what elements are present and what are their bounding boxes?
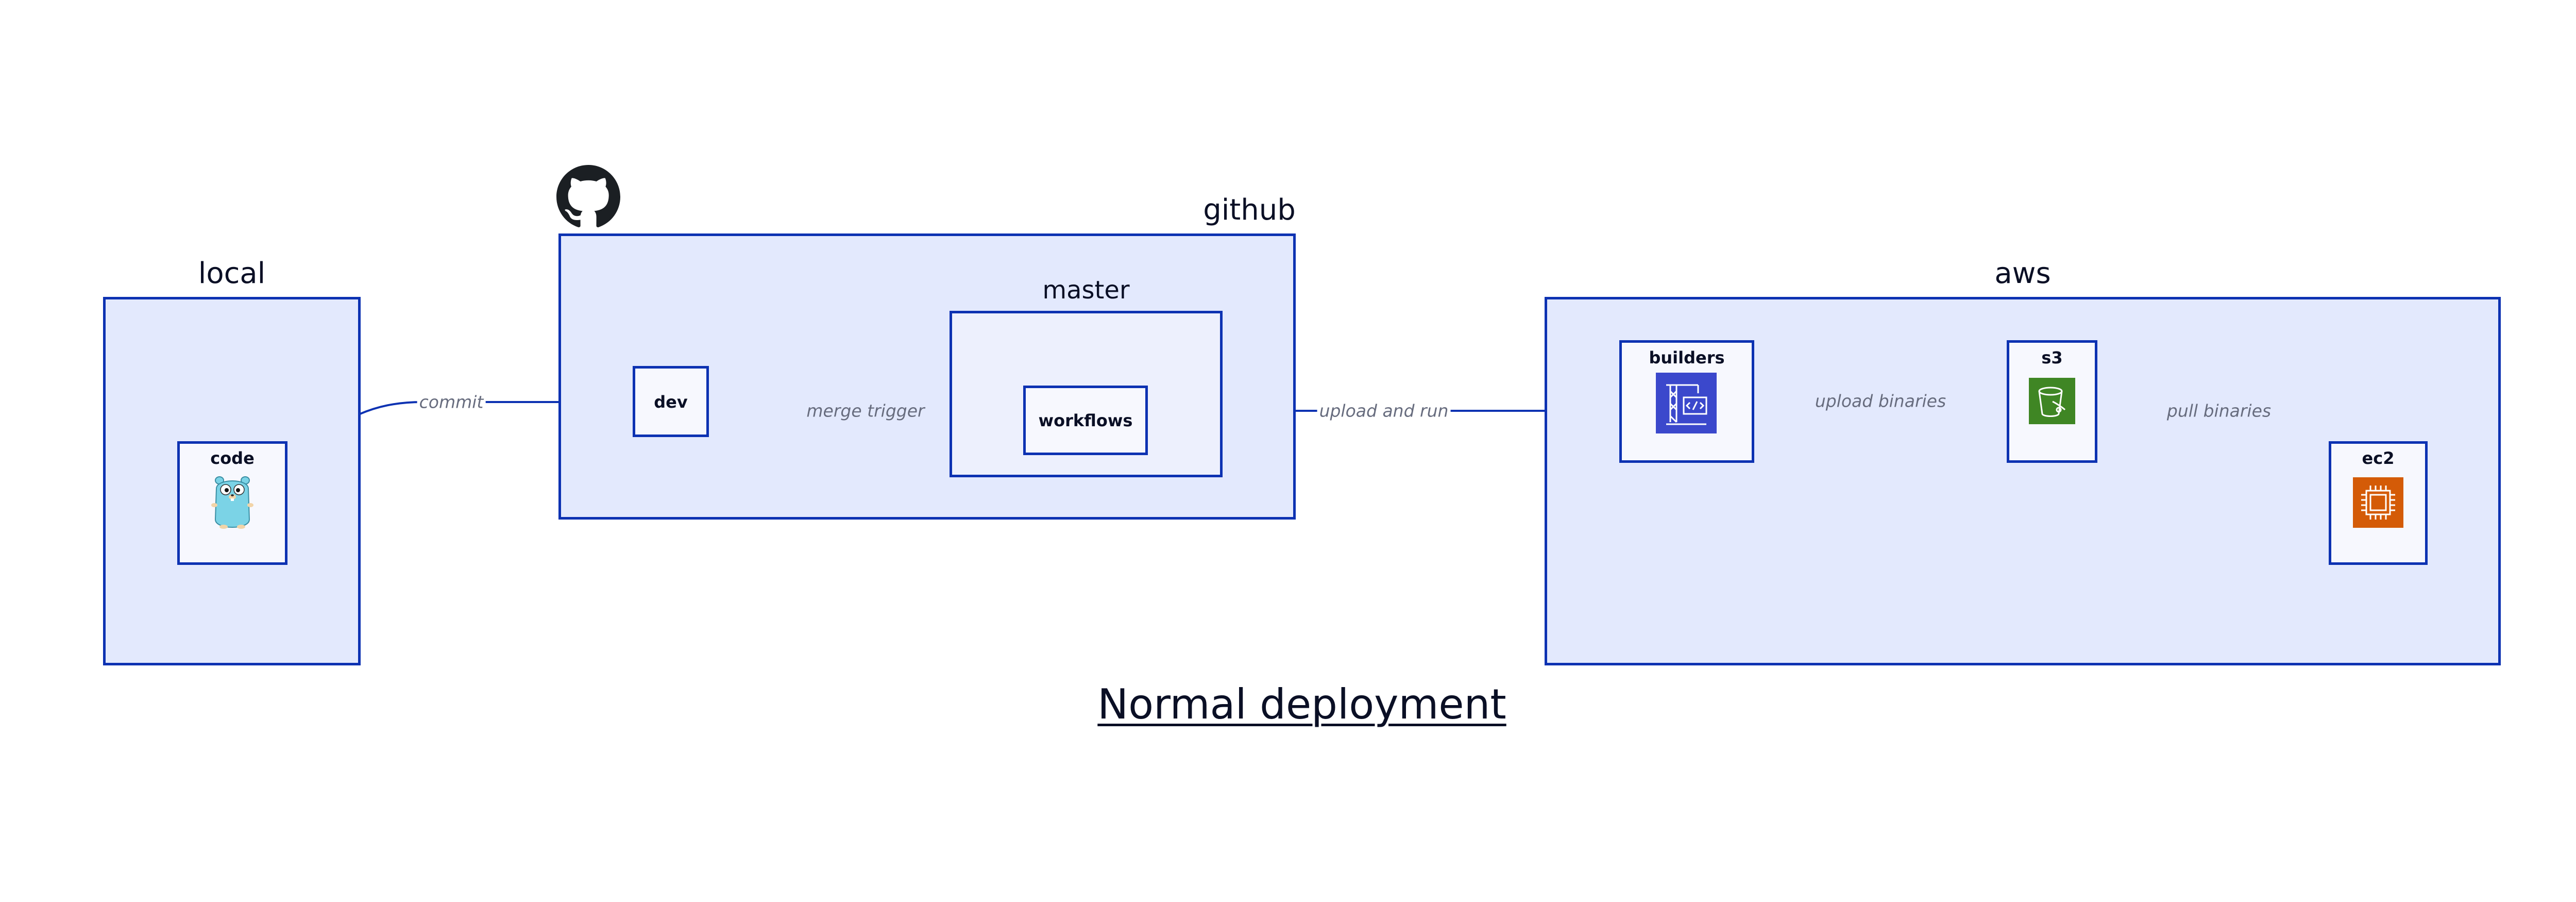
edge-label-upload-binaries: upload binaries	[1812, 391, 1948, 411]
workflows-label: workflows	[1038, 411, 1133, 430]
code-label: code	[210, 448, 255, 468]
edge-label-commit: commit	[417, 392, 486, 412]
diagram-title: Normal deployment	[1097, 680, 1506, 728]
builders-label: builders	[1649, 348, 1725, 368]
aws-label: aws	[1994, 257, 2051, 290]
edge-label-upload-and-run: upload and run	[1317, 400, 1451, 421]
edge-label-pull-binaries: pull binaries	[2164, 400, 2274, 421]
master-label: master	[1042, 276, 1130, 305]
aws-s3-bucket-icon	[2029, 378, 2075, 424]
github-label: github	[1203, 193, 1296, 227]
ec2-label: ec2	[2362, 448, 2395, 468]
gopher-mascot-icon	[211, 476, 253, 529]
aws-codebuild-icon	[1656, 373, 1717, 433]
local-label: local	[198, 257, 266, 290]
dev-node[interactable]	[633, 366, 709, 437]
workflows-node[interactable]	[1023, 386, 1148, 455]
aws-ec2-instance-icon	[2353, 477, 2403, 528]
edge-label-merge-trigger: merge trigger	[804, 400, 927, 421]
s3-label: s3	[2041, 348, 2063, 368]
github-octocat-icon[interactable]	[556, 165, 620, 229]
dev-label: dev	[654, 392, 688, 412]
